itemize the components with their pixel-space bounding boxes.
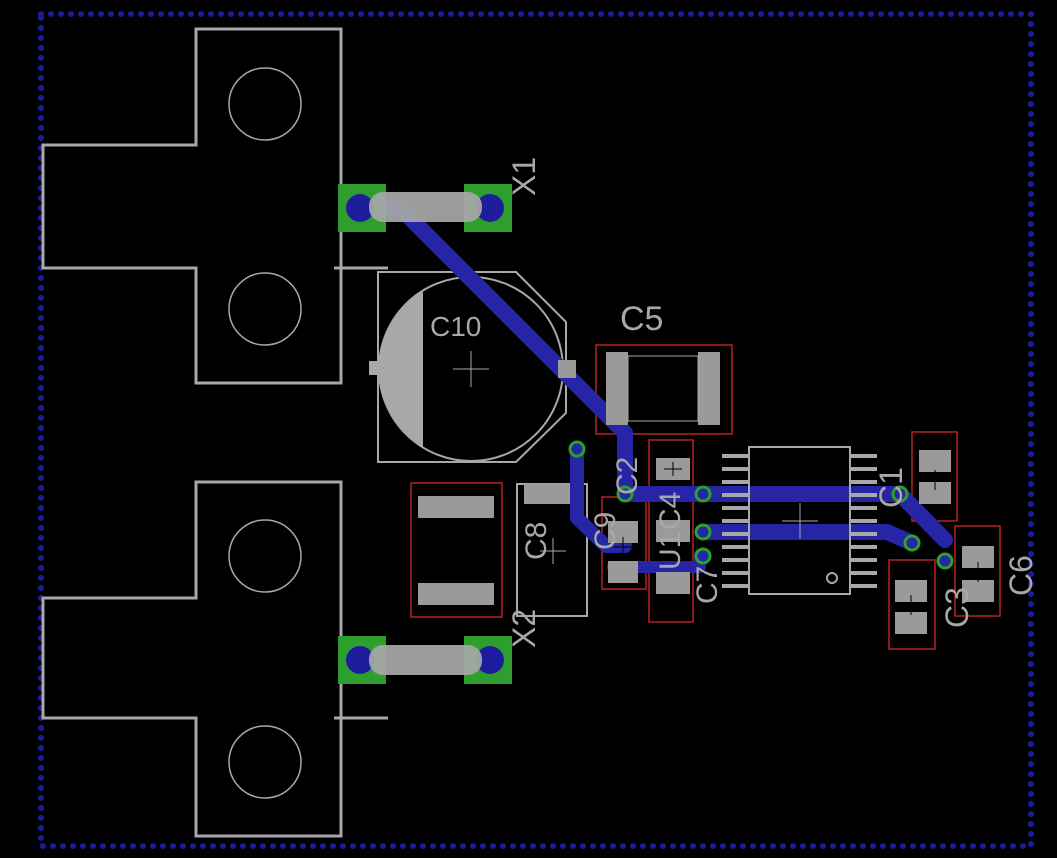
label-c1: C1 (873, 467, 909, 508)
terminal-block-x1[interactable] (41, 27, 388, 385)
vias (568, 440, 954, 570)
label-x2: X2 (506, 609, 542, 648)
ic-u1[interactable] (722, 446, 877, 595)
mounting-hole (228, 725, 302, 799)
smd-pads (369, 192, 994, 675)
mounting-hole (228, 519, 302, 593)
label-c5: C5 (620, 300, 663, 338)
label-c4: C4 (654, 492, 687, 530)
label-x1: X1 (506, 157, 542, 196)
label-c3: C3 (939, 587, 975, 628)
label-c8: C8 (520, 522, 553, 560)
mounting-hole (228, 272, 302, 346)
capacitor-c8[interactable] (516, 483, 588, 617)
label-u1: U1 (654, 532, 687, 570)
label-c2: C2 (611, 457, 644, 495)
label-c7: C7 (691, 566, 724, 604)
label-c9: C9 (589, 512, 622, 550)
terminal-block-x2[interactable] (41, 480, 388, 838)
board-outline (38, 11, 1034, 849)
mounting-hole (228, 67, 302, 141)
label-c10: C10 (430, 311, 481, 342)
origin-crosses (445, 378, 989, 615)
tht-pads (338, 184, 512, 684)
label-c6: C6 (1003, 555, 1039, 596)
